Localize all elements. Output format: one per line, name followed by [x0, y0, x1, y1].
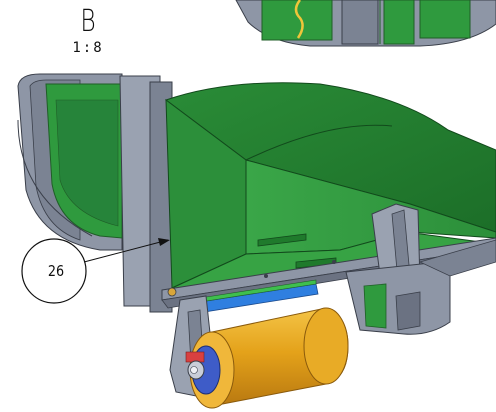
- view-scale: 1:8: [72, 40, 104, 56]
- callout-leader-line: [83, 239, 169, 263]
- right-pivot-bracket: [345, 203, 496, 335]
- callout-label: 26: [47, 262, 65, 280]
- upper-detail-fragment: [235, 0, 496, 47]
- left-curved-frame: [17, 73, 123, 251]
- callout-bubble: [21, 238, 87, 304]
- callout-26: [21, 238, 170, 304]
- side-plate: [119, 75, 173, 313]
- view-letter: B: [80, 4, 96, 39]
- callout-arrowhead: [158, 238, 170, 246]
- roller-assembly: [169, 295, 349, 409]
